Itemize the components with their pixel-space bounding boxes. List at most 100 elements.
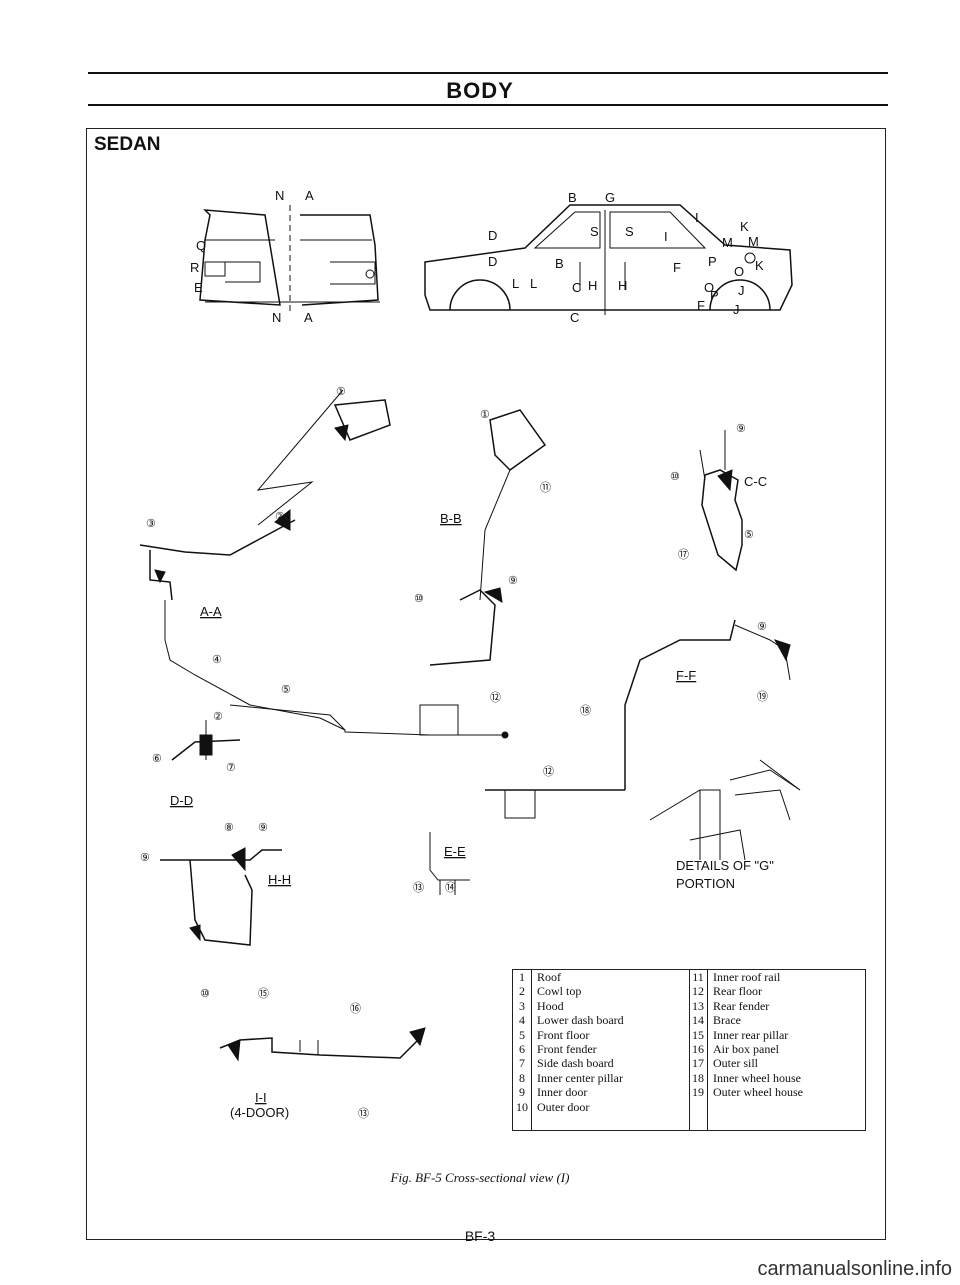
cut-label-n-top: N xyxy=(275,188,284,203)
cut-label-r: R xyxy=(190,260,199,275)
callout-10-c: ⑩ xyxy=(670,471,680,483)
callout-8: ⑧ xyxy=(224,822,234,834)
figure-frame xyxy=(86,128,886,1240)
callout-2-a: ② xyxy=(275,511,285,523)
legend-number: 1 xyxy=(519,970,525,984)
legend-number: 12 xyxy=(692,984,704,999)
legend-part-name: Inner center pillar xyxy=(537,1070,623,1085)
section-d-d-drawing xyxy=(171,704,509,761)
header-top-rule xyxy=(88,72,888,74)
cut-label-a-bottom: A xyxy=(304,310,313,325)
detail-g-drawing xyxy=(649,759,801,861)
callout-9-c: ⑨ xyxy=(736,423,746,435)
cut-label-b-bottom: B xyxy=(555,256,564,271)
page-title: BODY xyxy=(446,78,514,103)
cut-label-s-right: S xyxy=(625,224,634,239)
section-label-e-e: E-E xyxy=(444,844,466,859)
callout-5-c: ⑤ xyxy=(744,529,754,541)
callout-3: ③ xyxy=(146,518,156,530)
cut-label-f-top: F xyxy=(673,260,681,275)
legend-number: 19 xyxy=(692,1085,704,1100)
legend-number: 8 xyxy=(519,1070,525,1085)
detail-g-label-line-2: PORTION xyxy=(676,876,735,891)
legend-part-name: Cowl top xyxy=(537,984,582,999)
legend-part-name: Outer wheel house xyxy=(713,1085,803,1100)
legend-divider xyxy=(689,970,690,1130)
callout-10-i: ⑩ xyxy=(200,988,210,1000)
callout-19: ⑲ xyxy=(757,690,768,703)
section-e-e-drawing xyxy=(429,832,470,895)
cut-label-j-bottom: J xyxy=(733,302,740,317)
cut-label-e: E xyxy=(194,280,203,295)
cut-label-q: Q xyxy=(196,238,206,253)
callout-12-e: ⑫ xyxy=(543,765,554,778)
legend-part-name: Inner rear pillar xyxy=(713,1027,789,1042)
callout-5-a: ⑤ xyxy=(281,684,291,696)
legend-number: 3 xyxy=(519,998,525,1013)
legend-part-name: Side dash board xyxy=(537,1056,614,1071)
section-c-c-drawing xyxy=(699,430,743,572)
legend-number: 11 xyxy=(692,970,704,984)
legend-number: 10 xyxy=(516,1099,528,1114)
legend-part-name: Hood xyxy=(537,998,564,1013)
figure-title: SEDAN xyxy=(94,134,161,155)
legend-part-name: Inner roof rail xyxy=(713,970,781,984)
callout-6: ⑥ xyxy=(152,753,162,765)
legend-part-name: Brace xyxy=(713,1013,741,1028)
section-h-h-drawing xyxy=(160,847,282,946)
legend-number: 9 xyxy=(519,1085,525,1100)
legend-number: 16 xyxy=(692,1041,704,1056)
car-side-view xyxy=(424,204,793,315)
watermark: carmanualsonline.info xyxy=(757,1258,952,1280)
figure-caption: Fig. BF-5 Cross-sectional view (I) xyxy=(390,1170,570,1185)
legend-part-name: Front floor xyxy=(537,1027,590,1042)
legend-part-name: Outer door xyxy=(537,1099,590,1114)
legend-part-name: Air box panel xyxy=(713,1041,779,1056)
callout-4: ④ xyxy=(212,654,222,666)
callout-9-h-top: ⑨ xyxy=(258,822,268,834)
cut-label-s-left: S xyxy=(590,224,599,239)
legend-part-name: Inner wheel house xyxy=(713,1070,801,1085)
detail-g-label-line-1: DETAILS OF "G" xyxy=(676,858,774,873)
section-b-b-drawing xyxy=(429,409,547,666)
cut-label-h-left: H xyxy=(588,278,597,293)
legend-part-name: Lower dash board xyxy=(537,1013,624,1028)
section-label-f-f: F-F xyxy=(676,668,696,683)
callout-14: ⑭ xyxy=(445,881,456,894)
legend-number: 4 xyxy=(519,1013,525,1028)
section-label-c-c: C-C xyxy=(744,474,767,489)
cut-label-f-bottom: F xyxy=(697,298,705,313)
callout-7: ⑦ xyxy=(226,762,236,774)
legend-part-name: Inner door xyxy=(537,1085,588,1100)
legend-number: 13 xyxy=(692,998,704,1013)
cut-label-n-bottom: N xyxy=(272,310,281,325)
legend-number: 5 xyxy=(519,1027,525,1042)
callout-9-b: ⑨ xyxy=(508,575,518,587)
section-label-i-i: I-I xyxy=(255,1090,267,1105)
callout-1-b: ① xyxy=(480,409,490,421)
cut-label-h-right: H xyxy=(618,278,627,293)
legend-number: 18 xyxy=(692,1070,704,1085)
callout-9-h-left: ⑨ xyxy=(140,852,150,864)
cut-label-g: G xyxy=(605,190,615,205)
callout-11: ⑪ xyxy=(540,481,551,494)
callout-9-f: ⑨ xyxy=(757,621,767,633)
cut-label-j-top: J xyxy=(738,283,745,298)
cut-label-m-right: M xyxy=(748,234,759,249)
cut-label-p-bottom: P xyxy=(710,288,719,303)
callout-1-a: ① xyxy=(336,386,346,398)
callout-13-i: ⑬ xyxy=(358,1107,369,1120)
cut-label-o-left: O xyxy=(704,280,714,295)
cut-label-p-top: P xyxy=(708,254,717,269)
legend-part-name: Rear floor xyxy=(713,984,762,999)
section-label-i-i-sub: (4-DOOR) xyxy=(230,1105,289,1120)
callout-17: ⑰ xyxy=(678,548,689,561)
legend-number: 6 xyxy=(519,1041,525,1056)
section-i-i-drawing xyxy=(219,1027,426,1062)
cut-label-a-top: A xyxy=(305,188,314,203)
section-label-b-b: B-B xyxy=(440,511,462,526)
